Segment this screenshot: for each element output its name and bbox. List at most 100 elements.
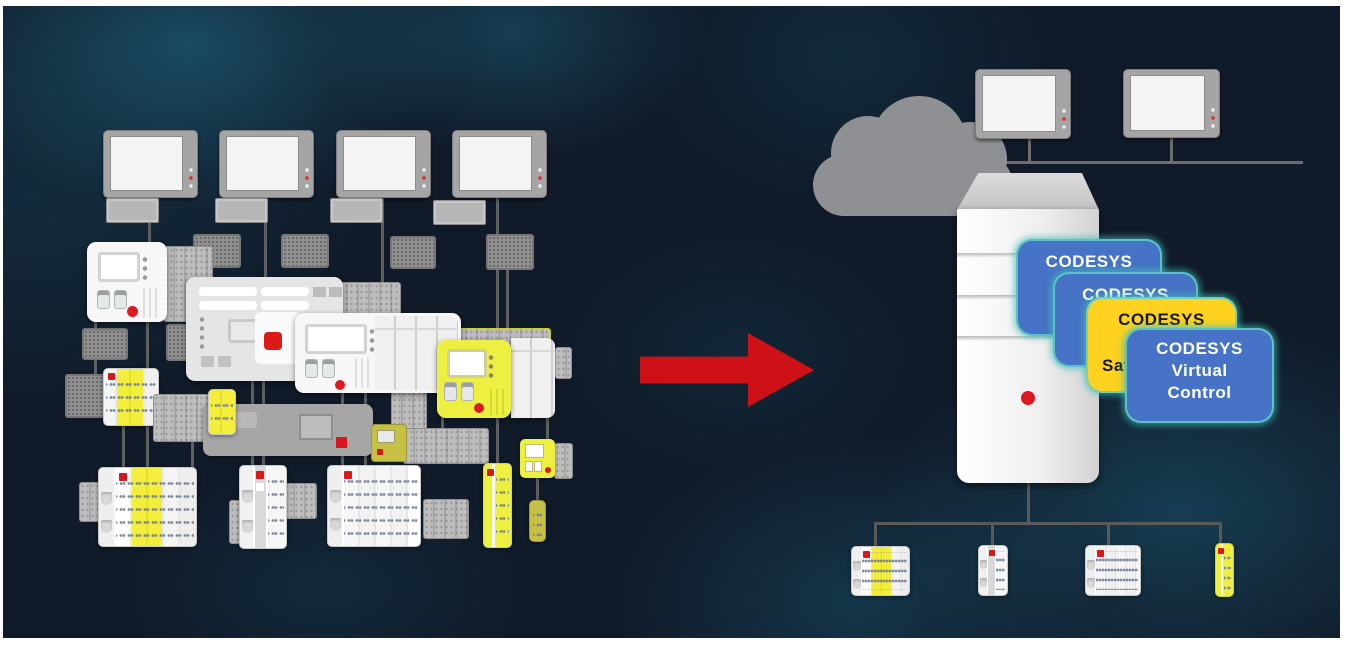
plc-button [305, 359, 318, 378]
plc-port [218, 356, 231, 367]
rail-clip [1087, 578, 1095, 588]
monitor-screen [226, 136, 299, 191]
monitor-screen [110, 136, 183, 191]
monitor-buttons-icon [188, 166, 194, 190]
safety-io-terminal [1215, 543, 1234, 597]
rail-clip [980, 578, 987, 587]
codesys-virtual-control-card: CODESYS Virtual Control [1125, 328, 1274, 423]
io-terminal-block [327, 465, 421, 547]
io-status-led [336, 437, 347, 448]
display-box [390, 236, 436, 269]
io-terminal-block [103, 368, 159, 426]
plc-led-column [488, 353, 494, 380]
io-rack [555, 347, 572, 379]
plc-led-column [199, 315, 205, 351]
io-terminal-block [1085, 545, 1141, 596]
monitor-buttons-icon [537, 166, 543, 190]
plc-slot [199, 301, 257, 310]
plc-screen [447, 349, 487, 378]
io-terminal-block [978, 545, 1008, 596]
hmi-monitor [452, 130, 547, 198]
plc-vents [143, 288, 159, 318]
io-status-led [487, 469, 494, 476]
plc-button [97, 290, 110, 309]
page-margin [1340, 0, 1347, 648]
page-margin [0, 638, 1347, 648]
hmi-monitor [1123, 69, 1220, 138]
plc-port [329, 287, 342, 297]
io-rack [391, 390, 427, 430]
terminal-dots [1096, 551, 1138, 590]
plc-extension-rack [511, 338, 555, 418]
plc-button [322, 359, 335, 378]
plc-slot [199, 287, 257, 296]
server-groove [957, 336, 1099, 341]
rail-clip [853, 561, 861, 571]
plc-button [534, 461, 542, 472]
monitor-buttons-icon [304, 166, 310, 190]
page-margin [0, 0, 3, 648]
plc-status-led [474, 403, 484, 413]
terminal-dots [1224, 549, 1231, 591]
rail-clip [242, 520, 253, 533]
io-status-led [344, 471, 352, 479]
safety-io-terminal [483, 463, 512, 548]
rail-clip [330, 518, 341, 531]
rail-clip [330, 490, 341, 503]
io-terminal-block [239, 465, 287, 549]
display-box [82, 328, 128, 360]
rail-clip [1087, 560, 1095, 570]
connector-line [1107, 522, 1110, 549]
monitor-buttons-icon [1061, 107, 1067, 131]
connector-line [1027, 482, 1030, 524]
io-status-led [377, 449, 383, 455]
hmi-monitor [975, 69, 1071, 139]
monitor-screen [343, 136, 416, 191]
plc-screen [377, 430, 395, 443]
terminal-dots [211, 395, 233, 429]
plc-status-led [335, 380, 345, 390]
card-line3: Control [1167, 383, 1232, 402]
connector-line [191, 434, 194, 471]
connector-line [536, 476, 539, 502]
fieldbus-line [874, 522, 1222, 525]
server-status-led [1021, 391, 1035, 405]
display-box [486, 234, 534, 270]
safety-plc-mini [371, 424, 407, 462]
terminal-dots [106, 374, 156, 420]
io-status-led [863, 551, 870, 558]
terminal-dots [268, 471, 284, 543]
rail-clip [101, 492, 112, 505]
scene-background: CODESYS CODESYS CODESYS Safety CODESYS V… [3, 6, 1340, 638]
connector-line [381, 196, 384, 318]
safety-plc-mini [520, 439, 555, 478]
safety-io-terminal [529, 500, 546, 542]
connector-line [122, 411, 125, 471]
monitor-buttons-icon [421, 166, 427, 190]
plc-stop-led [264, 332, 282, 350]
card-title: CODESYS [1156, 339, 1243, 358]
io-rack [554, 443, 573, 479]
plc-status-led [545, 467, 551, 473]
connector-line [874, 522, 877, 550]
io-status-led [108, 373, 115, 380]
plc-led-column [142, 255, 148, 282]
transformation-arrow [640, 333, 814, 407]
hmi-monitor [336, 130, 431, 198]
connector-line [546, 416, 549, 442]
terminal-contact [256, 483, 264, 491]
terminal-dots [496, 469, 509, 542]
card-title: CODESYS [1118, 310, 1205, 329]
plc-screen [98, 252, 140, 282]
plc-screen [525, 444, 544, 458]
hmi-panel [433, 200, 486, 225]
plc-vents [490, 389, 504, 415]
io-status-led [119, 473, 127, 481]
io-terminal-block [208, 389, 236, 435]
plc-button [461, 382, 474, 401]
terminal-dots [344, 471, 418, 541]
display-box [281, 234, 329, 268]
card-line2: Virtual [1171, 361, 1228, 380]
monitor-buttons-icon [1210, 106, 1216, 130]
